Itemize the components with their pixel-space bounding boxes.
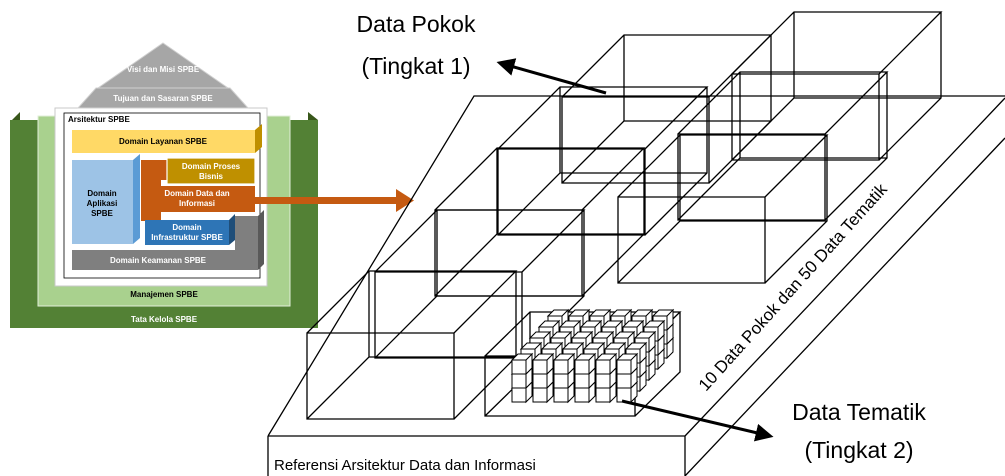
data-tematik-cube: [573, 352, 597, 376]
label-domain-infra-1: Domain: [172, 223, 201, 232]
label-domain-proses-1: Domain Proses: [182, 162, 241, 171]
data-tematik-cubes: [510, 308, 675, 404]
data-tematik-cube: [510, 352, 534, 376]
domain-infrastruktur-block: [145, 214, 235, 245]
data-tematik-cube: [552, 352, 576, 376]
label-data-pokok-2: (Tingkat 1): [361, 53, 470, 79]
label-data-pokok-1: Data Pokok: [357, 11, 476, 37]
label-domain-data-2: Informasi: [179, 199, 215, 208]
label-platform: Referensi Arsitektur Data dan Informasi: [274, 457, 536, 474]
label-manajemen: Manajemen SPBE: [130, 290, 198, 299]
label-tata-kelola: Tata Kelola SPBE: [131, 315, 198, 324]
domain-aplikasi-block: [72, 154, 140, 244]
data-pokok-box: [374, 209, 586, 359]
data-architecture-3d: Data Pokok (Tingkat 1) Data Tematik (Tin…: [267, 11, 1005, 476]
data-tematik-arrow: [621, 399, 774, 442]
data-pokok-box: [561, 34, 773, 184]
label-domain-layanan: Domain Layanan SPBE: [119, 137, 208, 146]
label-tujuan-sasaran: Tujuan dan Sasaran SPBE: [113, 94, 213, 103]
label-data-tematik-1: Data Tematik: [792, 399, 926, 425]
domain-keamanan-block: [72, 210, 264, 270]
data-pokok-box: [497, 86, 709, 236]
label-domain-proses-2: Bisnis: [199, 172, 224, 181]
label-domain-aplikasi-1: Domain: [87, 189, 116, 198]
data-pokok-box: [731, 11, 943, 161]
label-arsitektur: Arsitektur SPBE: [68, 115, 130, 124]
label-data-tematik-2: (Tingkat 2): [804, 437, 913, 463]
label-domain-keamanan: Domain Keamanan SPBE: [110, 256, 207, 265]
data-tematik-cube: [615, 352, 639, 376]
label-domain-aplikasi-3: SPBE: [91, 209, 113, 218]
roof: [76, 42, 250, 109]
domain-layanan-block: [72, 124, 262, 153]
data-pokok-box: [434, 147, 646, 297]
label-domain-aplikasi-2: Aplikasi: [87, 199, 118, 208]
data-tematik-cube: [594, 352, 618, 376]
orange-arrow: [250, 189, 414, 212]
label-domain-infra-2: Infrastruktur SPBE: [151, 233, 223, 242]
reference-platform: [267, 95, 1005, 476]
data-pokok-box: [617, 134, 829, 284]
data-tematik-cube: [531, 352, 555, 376]
label-domain-data-1: Domain Data dan: [164, 189, 229, 198]
label-visi-misi: Visi dan Misi SPBE: [127, 65, 200, 74]
data-pokok-arrow: [496, 58, 607, 95]
data-pokok-box: [677, 71, 889, 221]
spbe-house-diagram: Visi dan Misi SPBE Tujuan dan Sasaran SP…: [10, 42, 318, 328]
domain-proses-block: [166, 157, 256, 185]
